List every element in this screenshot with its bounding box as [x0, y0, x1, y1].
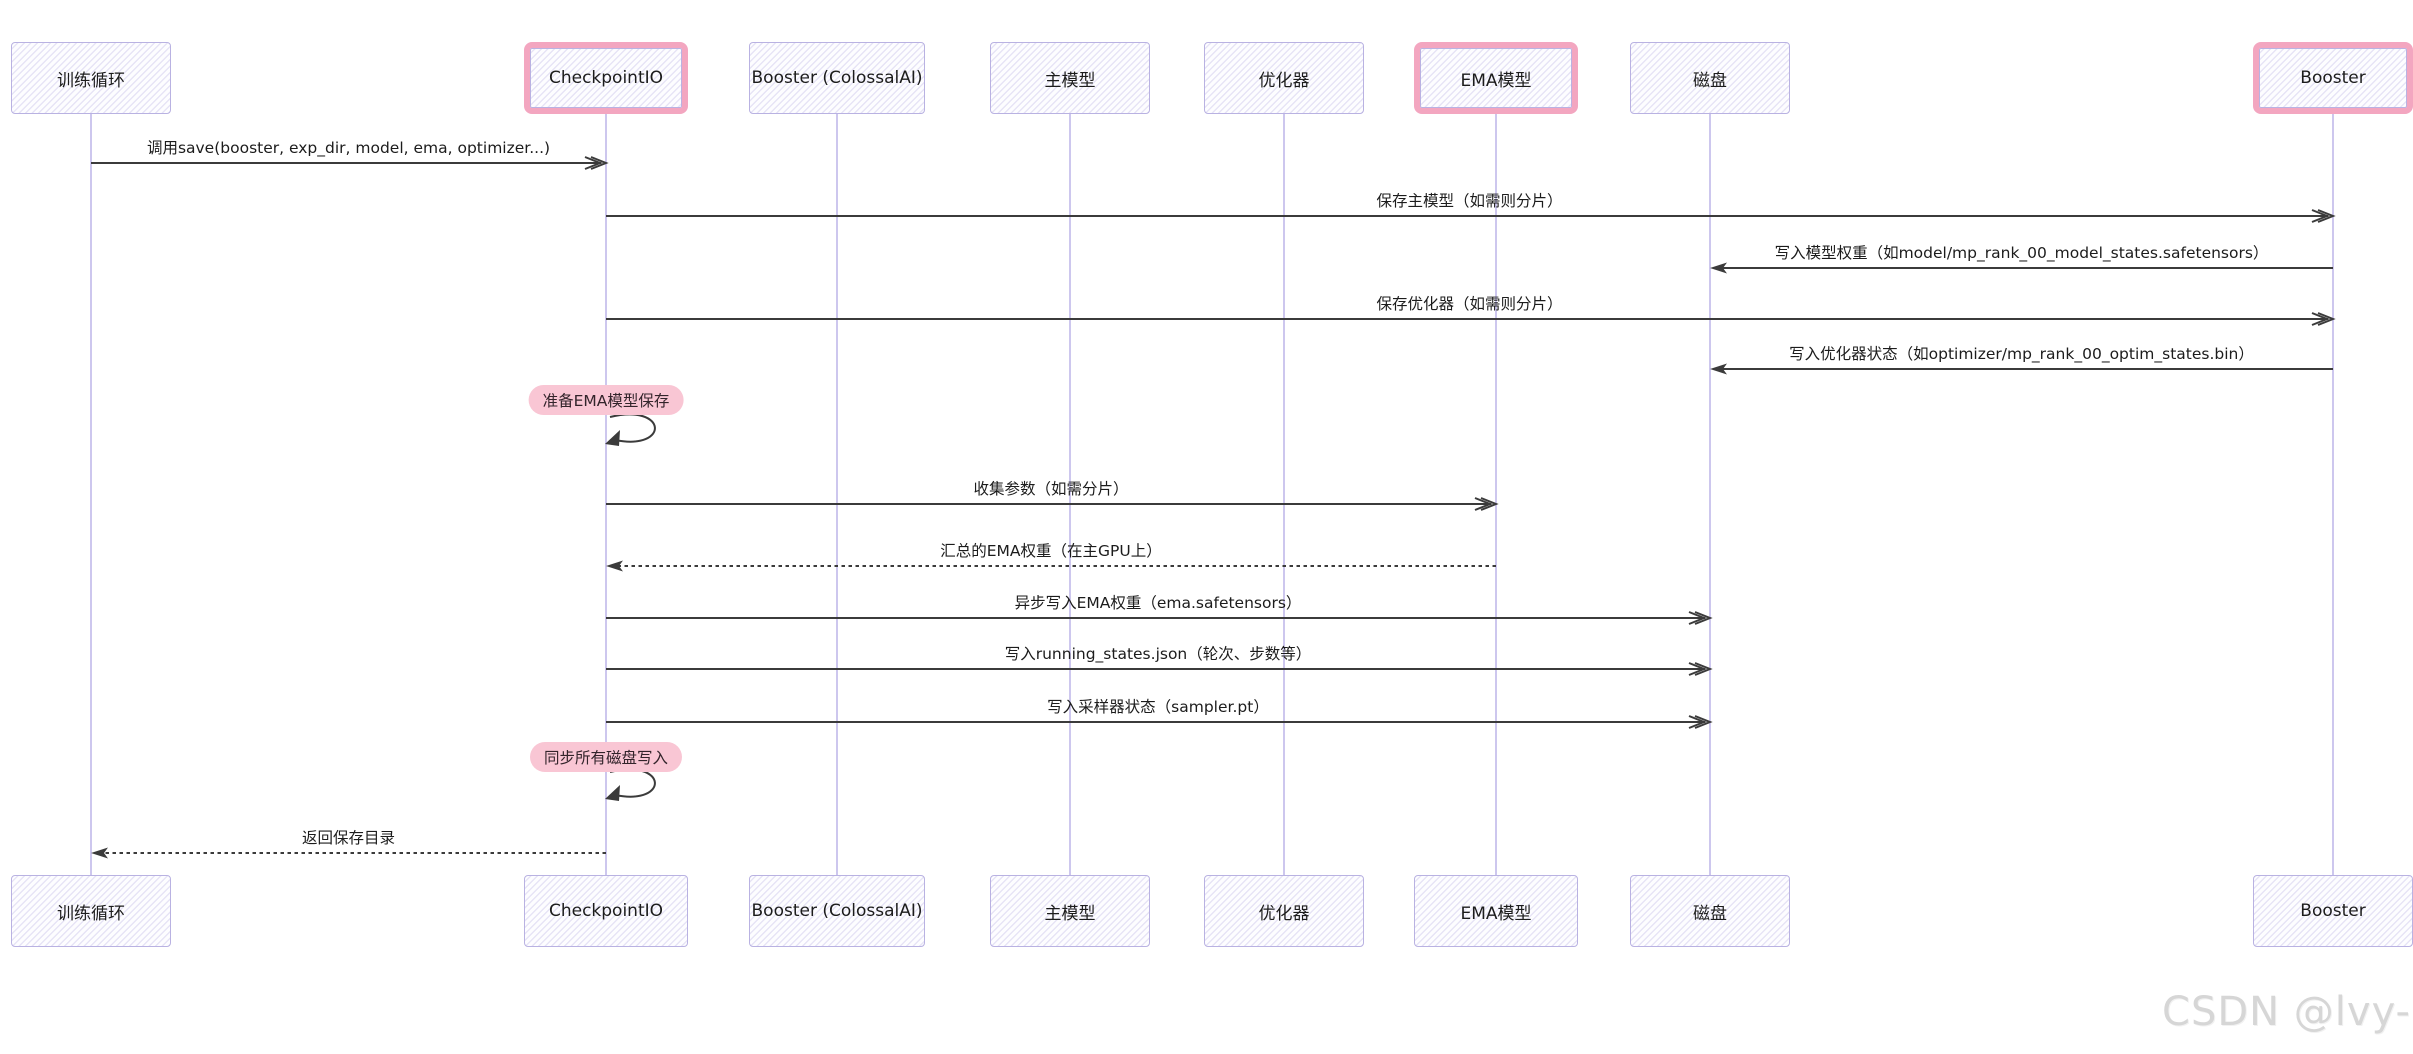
- participant-label-booster: Booster: [2300, 901, 2366, 921]
- self-loop-arrowhead-1: [605, 785, 620, 801]
- message-label-9: 写入采样器状态（sampler.pt）: [1047, 698, 1269, 716]
- message-label-8: 写入running_states.json（轮次、步数等）: [1004, 645, 1312, 663]
- participant-label-checkpointio: CheckpointIO: [548, 68, 664, 88]
- participant-box-top-main-model: 主模型: [990, 42, 1150, 114]
- participant-label-optimizer: 优化器: [1258, 903, 1310, 924]
- lifeline-optimizer: [1283, 112, 1285, 877]
- lifeline-training-loop: [90, 112, 92, 877]
- participant-label-main-model: 主模型: [1044, 903, 1096, 924]
- arrowhead-2: [1710, 262, 1727, 274]
- participant-label-checkpointio: CheckpointIO: [548, 901, 664, 921]
- lifeline-ema-model: [1495, 112, 1497, 877]
- participant-box-bottom-optimizer: 优化器: [1204, 875, 1364, 947]
- lifeline-booster-colossalai: [836, 112, 838, 877]
- participant-box-top-disk: 磁盘: [1630, 42, 1790, 114]
- participant-box-bottom-training-loop: 训练循环: [11, 875, 171, 947]
- participant-box-top-booster-colossalai: Booster (ColossalAI): [749, 42, 925, 114]
- message-label-4: 写入优化器状态（如optimizer/mp_rank_00_optim_stat…: [1789, 345, 2254, 363]
- message-label-2: 写入模型权重（如model/mp_rank_00_model_states.sa…: [1774, 244, 2269, 262]
- participant-box-top-checkpointio: CheckpointIO: [524, 42, 688, 114]
- participant-box-top-ema-model: EMA模型: [1414, 42, 1578, 114]
- participant-label-main-model: 主模型: [1044, 70, 1096, 91]
- arrowhead-10: [91, 847, 108, 859]
- message-label-3: 保存优化器（如需则分片）: [1376, 295, 1563, 313]
- message-label-5: 收集参数（如需分片）: [973, 480, 1129, 498]
- csdn-watermark: CSDN @lvy-: [2162, 989, 2411, 1035]
- participant-box-bottom-booster: Booster: [2253, 875, 2413, 947]
- lifeline-booster: [2332, 112, 2334, 877]
- participant-label-ema-model: EMA模型: [1460, 70, 1532, 91]
- arrowhead-3: [2311, 312, 2336, 326]
- arrowhead-8: [1688, 662, 1713, 676]
- note-pill-0: 准备EMA模型保存: [528, 385, 684, 415]
- arrowhead-5: [1474, 497, 1499, 511]
- participant-label-disk: 磁盘: [1693, 70, 1727, 91]
- lifeline-checkpointio: [605, 112, 607, 877]
- participant-box-bottom-ema-model: EMA模型: [1414, 875, 1578, 947]
- arrowhead-6: [606, 560, 623, 572]
- participant-label-training-loop: 训练循环: [57, 70, 125, 91]
- arrowhead-7: [1688, 611, 1713, 625]
- participant-label-ema-model: EMA模型: [1460, 903, 1532, 924]
- participant-label-booster: Booster: [2300, 68, 2366, 88]
- message-label-6: 汇总的EMA权重（在主GPU上）: [940, 542, 1162, 560]
- arrowhead-4: [1710, 363, 1727, 375]
- participant-box-top-booster: Booster: [2253, 42, 2413, 114]
- participant-box-bottom-checkpointio: CheckpointIO: [524, 875, 688, 947]
- participant-box-bottom-disk: 磁盘: [1630, 875, 1790, 947]
- arrowhead-0: [584, 156, 609, 170]
- participant-label-booster-colossalai: Booster (ColossalAI): [751, 901, 923, 921]
- arrowhead-9: [1688, 715, 1713, 729]
- participant-label-optimizer: 优化器: [1258, 70, 1310, 91]
- participant-box-bottom-main-model: 主模型: [990, 875, 1150, 947]
- participant-box-top-optimizer: 优化器: [1204, 42, 1364, 114]
- participant-label-training-loop: 训练循环: [57, 903, 125, 924]
- participant-label-booster-colossalai: Booster (ColossalAI): [751, 68, 923, 88]
- lifeline-disk: [1709, 112, 1711, 877]
- note-pill-1: 同步所有磁盘写入: [529, 742, 683, 772]
- participant-box-top-training-loop: 训练循环: [11, 42, 171, 114]
- message-label-10: 返回保存目录: [301, 829, 396, 847]
- message-label-7: 异步写入EMA权重（ema.safetensors）: [1014, 594, 1302, 612]
- lifeline-main-model: [1069, 112, 1071, 877]
- participant-box-bottom-booster-colossalai: Booster (ColossalAI): [749, 875, 925, 947]
- message-label-1: 保存主模型（如需则分片）: [1376, 192, 1563, 210]
- message-label-0: 调用save(booster, exp_dir, model, ema, opt…: [146, 139, 551, 157]
- arrowhead-1: [2311, 209, 2336, 223]
- participant-label-disk: 磁盘: [1693, 903, 1727, 924]
- self-loop-arrowhead-0: [605, 430, 620, 446]
